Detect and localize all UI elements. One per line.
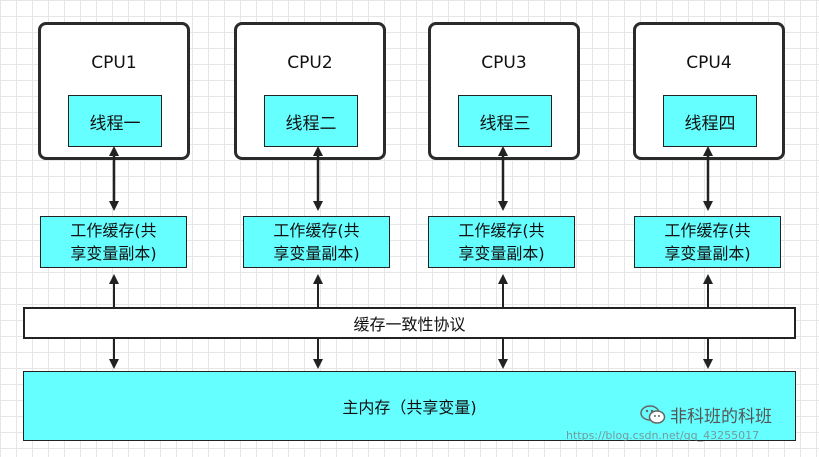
- cpu-label: CPU2: [287, 53, 333, 73]
- cpu-label: CPU3: [481, 53, 527, 73]
- cache-label-line1: 工作缓存(共: [664, 221, 751, 240]
- cache-label-line2: 享变量副本): [273, 244, 360, 263]
- watermark-url: https://blog.csdn.net/qq_43255017: [566, 429, 760, 442]
- cache-label-line1: 工作缓存(共: [458, 221, 545, 240]
- cache-label-line1: 工作缓存(共: [70, 221, 157, 240]
- work-cache-2: 工作缓存(共享变量副本): [243, 216, 390, 268]
- watermark: 非科班的科班: [640, 402, 772, 427]
- cache-label-line2: 享变量副本): [70, 244, 157, 263]
- work-cache-4: 工作缓存(共享变量副本): [634, 216, 781, 268]
- thread-box: 线程一: [68, 95, 162, 147]
- work-cache-3: 工作缓存(共享变量副本): [428, 216, 575, 268]
- cache-label-line2: 享变量副本): [458, 244, 545, 263]
- cpu-box-1: CPU1 线程一: [38, 22, 190, 160]
- main-memory-box: 主内存（共享变量): [23, 371, 796, 441]
- cpu-box-4: CPU4 线程四: [633, 22, 785, 160]
- thread-box: 线程四: [663, 95, 757, 147]
- cache-coherence-protocol-bar: 缓存一致性协议: [23, 307, 796, 339]
- cpu-box-2: CPU2 线程二: [234, 22, 386, 160]
- wechat-icon: [640, 404, 666, 424]
- cache-label-line2: 享变量副本): [664, 244, 751, 263]
- thread-box: 线程二: [264, 95, 358, 147]
- thread-box: 线程三: [458, 95, 552, 147]
- cache-label-line1: 工作缓存(共: [273, 221, 360, 240]
- cpu-box-3: CPU3 线程三: [428, 22, 580, 160]
- protocol-label: 缓存一致性协议: [353, 315, 466, 334]
- watermark-text: 非科班的科班: [670, 407, 772, 427]
- cpu-label: CPU1: [91, 53, 137, 73]
- cpu-label: CPU4: [686, 53, 732, 73]
- memory-label: 主内存（共享变量): [342, 398, 477, 417]
- work-cache-1: 工作缓存(共享变量副本): [40, 216, 187, 268]
